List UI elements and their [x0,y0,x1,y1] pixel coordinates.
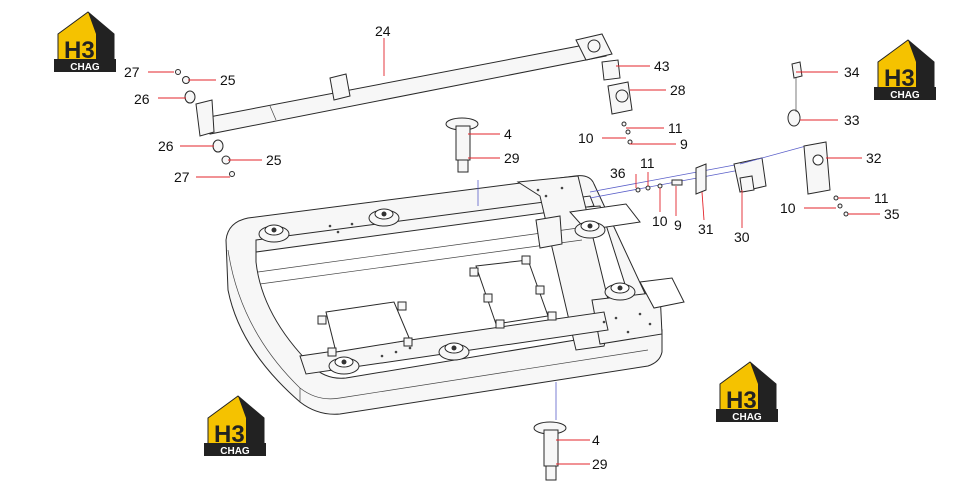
rubber-mount [438,342,470,361]
callout-10: 10 [652,213,668,229]
cab-mounting-frame [225,175,685,415]
callout-10: 10 [578,130,594,146]
callout-4: 4 [592,432,600,448]
lock-pin-assembly [589,157,767,199]
callout-29: 29 [504,150,520,166]
hardware-left-lower [212,139,235,177]
callout-4: 4 [504,126,512,142]
callout-36: 36 [610,165,626,181]
callout-43: 43 [654,58,670,74]
callout-labels: 24 27 25 26 26 25 27 43 28 11 10 9 4 29 … [124,23,900,472]
mount-pillar-upper [445,117,479,173]
callout-10: 10 [780,200,796,216]
latch-bracket [739,61,849,217]
brand-logo: H3 CHAG [716,361,778,423]
callout-35: 35 [884,206,900,222]
callout-34: 34 [844,64,860,80]
callout-31: 31 [698,221,714,237]
rubber-mount [328,356,360,375]
logo-caption-text: CHAG [732,412,762,423]
callout-26: 26 [134,91,150,107]
gas-strut [195,33,613,137]
callout-28: 28 [670,82,686,98]
callout-24: 24 [375,23,391,39]
callout-11: 11 [640,155,655,171]
brand-logo: H3 CHAG [874,39,936,101]
callout-25: 25 [220,72,236,88]
callout-11: 11 [874,190,889,206]
callout-27: 27 [174,169,190,185]
rubber-mount [574,220,606,239]
mount-pillar-lower [533,421,567,481]
callout-30: 30 [734,229,750,245]
logo-caption-text: CHAG [70,62,100,73]
callout-11: 11 [668,120,683,136]
callout-29: 29 [592,456,608,472]
callout-32: 32 [866,150,882,166]
rubber-mount [604,282,636,301]
callout-25: 25 [266,152,282,168]
logo-caption-text: CHAG [220,446,250,457]
callout-33: 33 [844,112,860,128]
rubber-mount [368,208,400,227]
callout-27: 27 [124,64,140,80]
leader-lines [148,38,880,465]
callout-9: 9 [674,217,682,233]
rubber-mount [258,224,290,243]
upper-bracket [601,59,633,145]
callout-26: 26 [158,138,174,154]
brand-logo: H3 CHAG [204,395,266,457]
brand-logo: H3 CHAG [54,11,116,73]
callout-9: 9 [680,136,688,152]
logo-caption-text: CHAG [890,90,920,101]
